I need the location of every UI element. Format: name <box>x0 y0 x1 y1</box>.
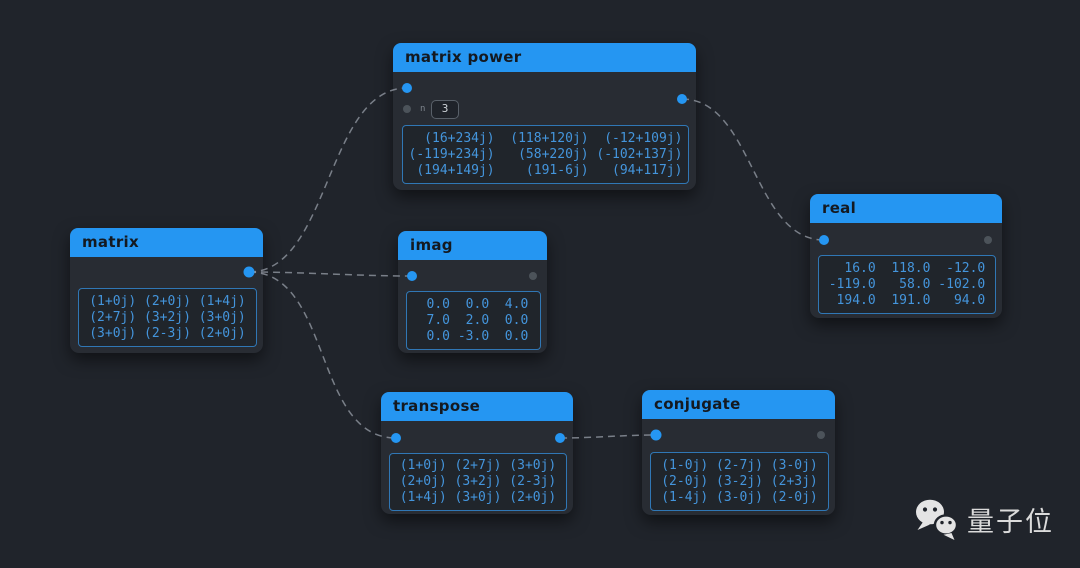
matrix-row: (2-0j) (3-2j) (2+3j) <box>661 473 818 489</box>
node-matrix[interactable]: matrix (1+0j) (2+0j) (1+4j) (2+7j) (3+2j… <box>70 228 263 353</box>
node-transpose-title[interactable]: transpose <box>381 392 573 421</box>
param-n-input[interactable]: 3 <box>431 100 459 119</box>
matrix-row: (1+0j) (2+7j) (3+0j) <box>399 458 557 473</box>
node-conjugate[interactable]: conjugate (1-0j) (2-7j) (3-0j) (2-0j) (3… <box>642 390 835 515</box>
param-n-label: n <box>420 104 426 114</box>
node-conjugate-title[interactable]: conjugate <box>642 390 835 419</box>
wechat-icon <box>916 499 958 540</box>
matrix-row: (1-0j) (2-7j) (3-0j) <box>661 457 818 473</box>
node-matrix-power[interactable]: matrix power n 3 (16+234j) (118+120j) (-… <box>393 43 696 190</box>
node-imag-value-display: 0.0 0.0 4.0 7.0 2.0 0.0 0.0 -3.0 0.0 <box>406 291 541 350</box>
node-matrix-power-title[interactable]: matrix power <box>393 43 696 72</box>
matrix-row: (194+149j) (191-6j) (94+117j) <box>408 162 683 178</box>
matrix-row: 194.0 191.0 94.0 <box>828 292 986 308</box>
node-matrix-title[interactable]: matrix <box>70 228 263 257</box>
matrix-row: 16.0 118.0 -12.0 <box>828 260 986 276</box>
matrix-row: (3+0j) (2-3j) (2+0j) <box>89 325 246 341</box>
node-real-value-display: 16.0 118.0 -12.0 -119.0 58.0 -102.0 194.… <box>818 255 996 314</box>
matrix-row: (16+234j) (118+120j) (-12+109j) <box>408 130 683 146</box>
node-transpose-value-display: (1+0j) (2+7j) (3+0j) (2+0j) (3+2j) (2-3j… <box>389 453 567 511</box>
node-real[interactable]: real 16.0 118.0 -12.0 -119.0 58.0 -102.0… <box>810 194 1002 318</box>
matrix-row: (1+0j) (2+0j) (1+4j) <box>89 293 246 309</box>
matrix-row: (2+0j) (3+2j) (2-3j) <box>399 474 557 489</box>
matrix-row: (1+4j) (3+0j) (2+0j) <box>399 490 557 505</box>
wire-matrix-to-imag <box>248 271 413 277</box>
node-imag-title[interactable]: imag <box>398 231 547 260</box>
node-real-title[interactable]: real <box>810 194 1002 223</box>
matrix-row: -119.0 58.0 -102.0 <box>828 276 986 292</box>
matrix-row: (2+7j) (3+2j) (3+0j) <box>89 309 246 325</box>
watermark: 量子位 <box>914 498 1054 541</box>
matrix-row: 0.0 0.0 4.0 <box>418 296 529 312</box>
node-conjugate-value-display: (1-0j) (2-7j) (3-0j) (2-0j) (3-2j) (2+3j… <box>650 452 829 511</box>
matrix-row: (1-4j) (3-0j) (2-0j) <box>661 489 818 505</box>
node-transpose[interactable]: transpose (1+0j) (2+7j) (3+0j) (2+0j) (3… <box>381 392 573 514</box>
matrix-row: (-119+234j) (58+220j) (-102+137j) <box>408 146 683 162</box>
wire-matrix-power-to-real <box>681 98 825 241</box>
node-imag[interactable]: imag 0.0 0.0 4.0 7.0 2.0 0.0 0.0 -3.0 0.… <box>398 231 547 353</box>
wire-matrix-to-transpose <box>248 271 397 439</box>
node-matrix-value-display: (1+0j) (2+0j) (1+4j) (2+7j) (3+2j) (3+0j… <box>78 288 257 347</box>
matrix-row: 0.0 -3.0 0.0 <box>418 328 529 344</box>
matrix-row: 7.0 2.0 0.0 <box>418 312 529 328</box>
watermark-brand: 量子位 <box>967 507 1054 538</box>
node-matrix-power-value-display: (16+234j) (118+120j) (-12+109j) (-119+23… <box>402 125 689 184</box>
wire-matrix-to-matrix-power <box>248 87 408 273</box>
